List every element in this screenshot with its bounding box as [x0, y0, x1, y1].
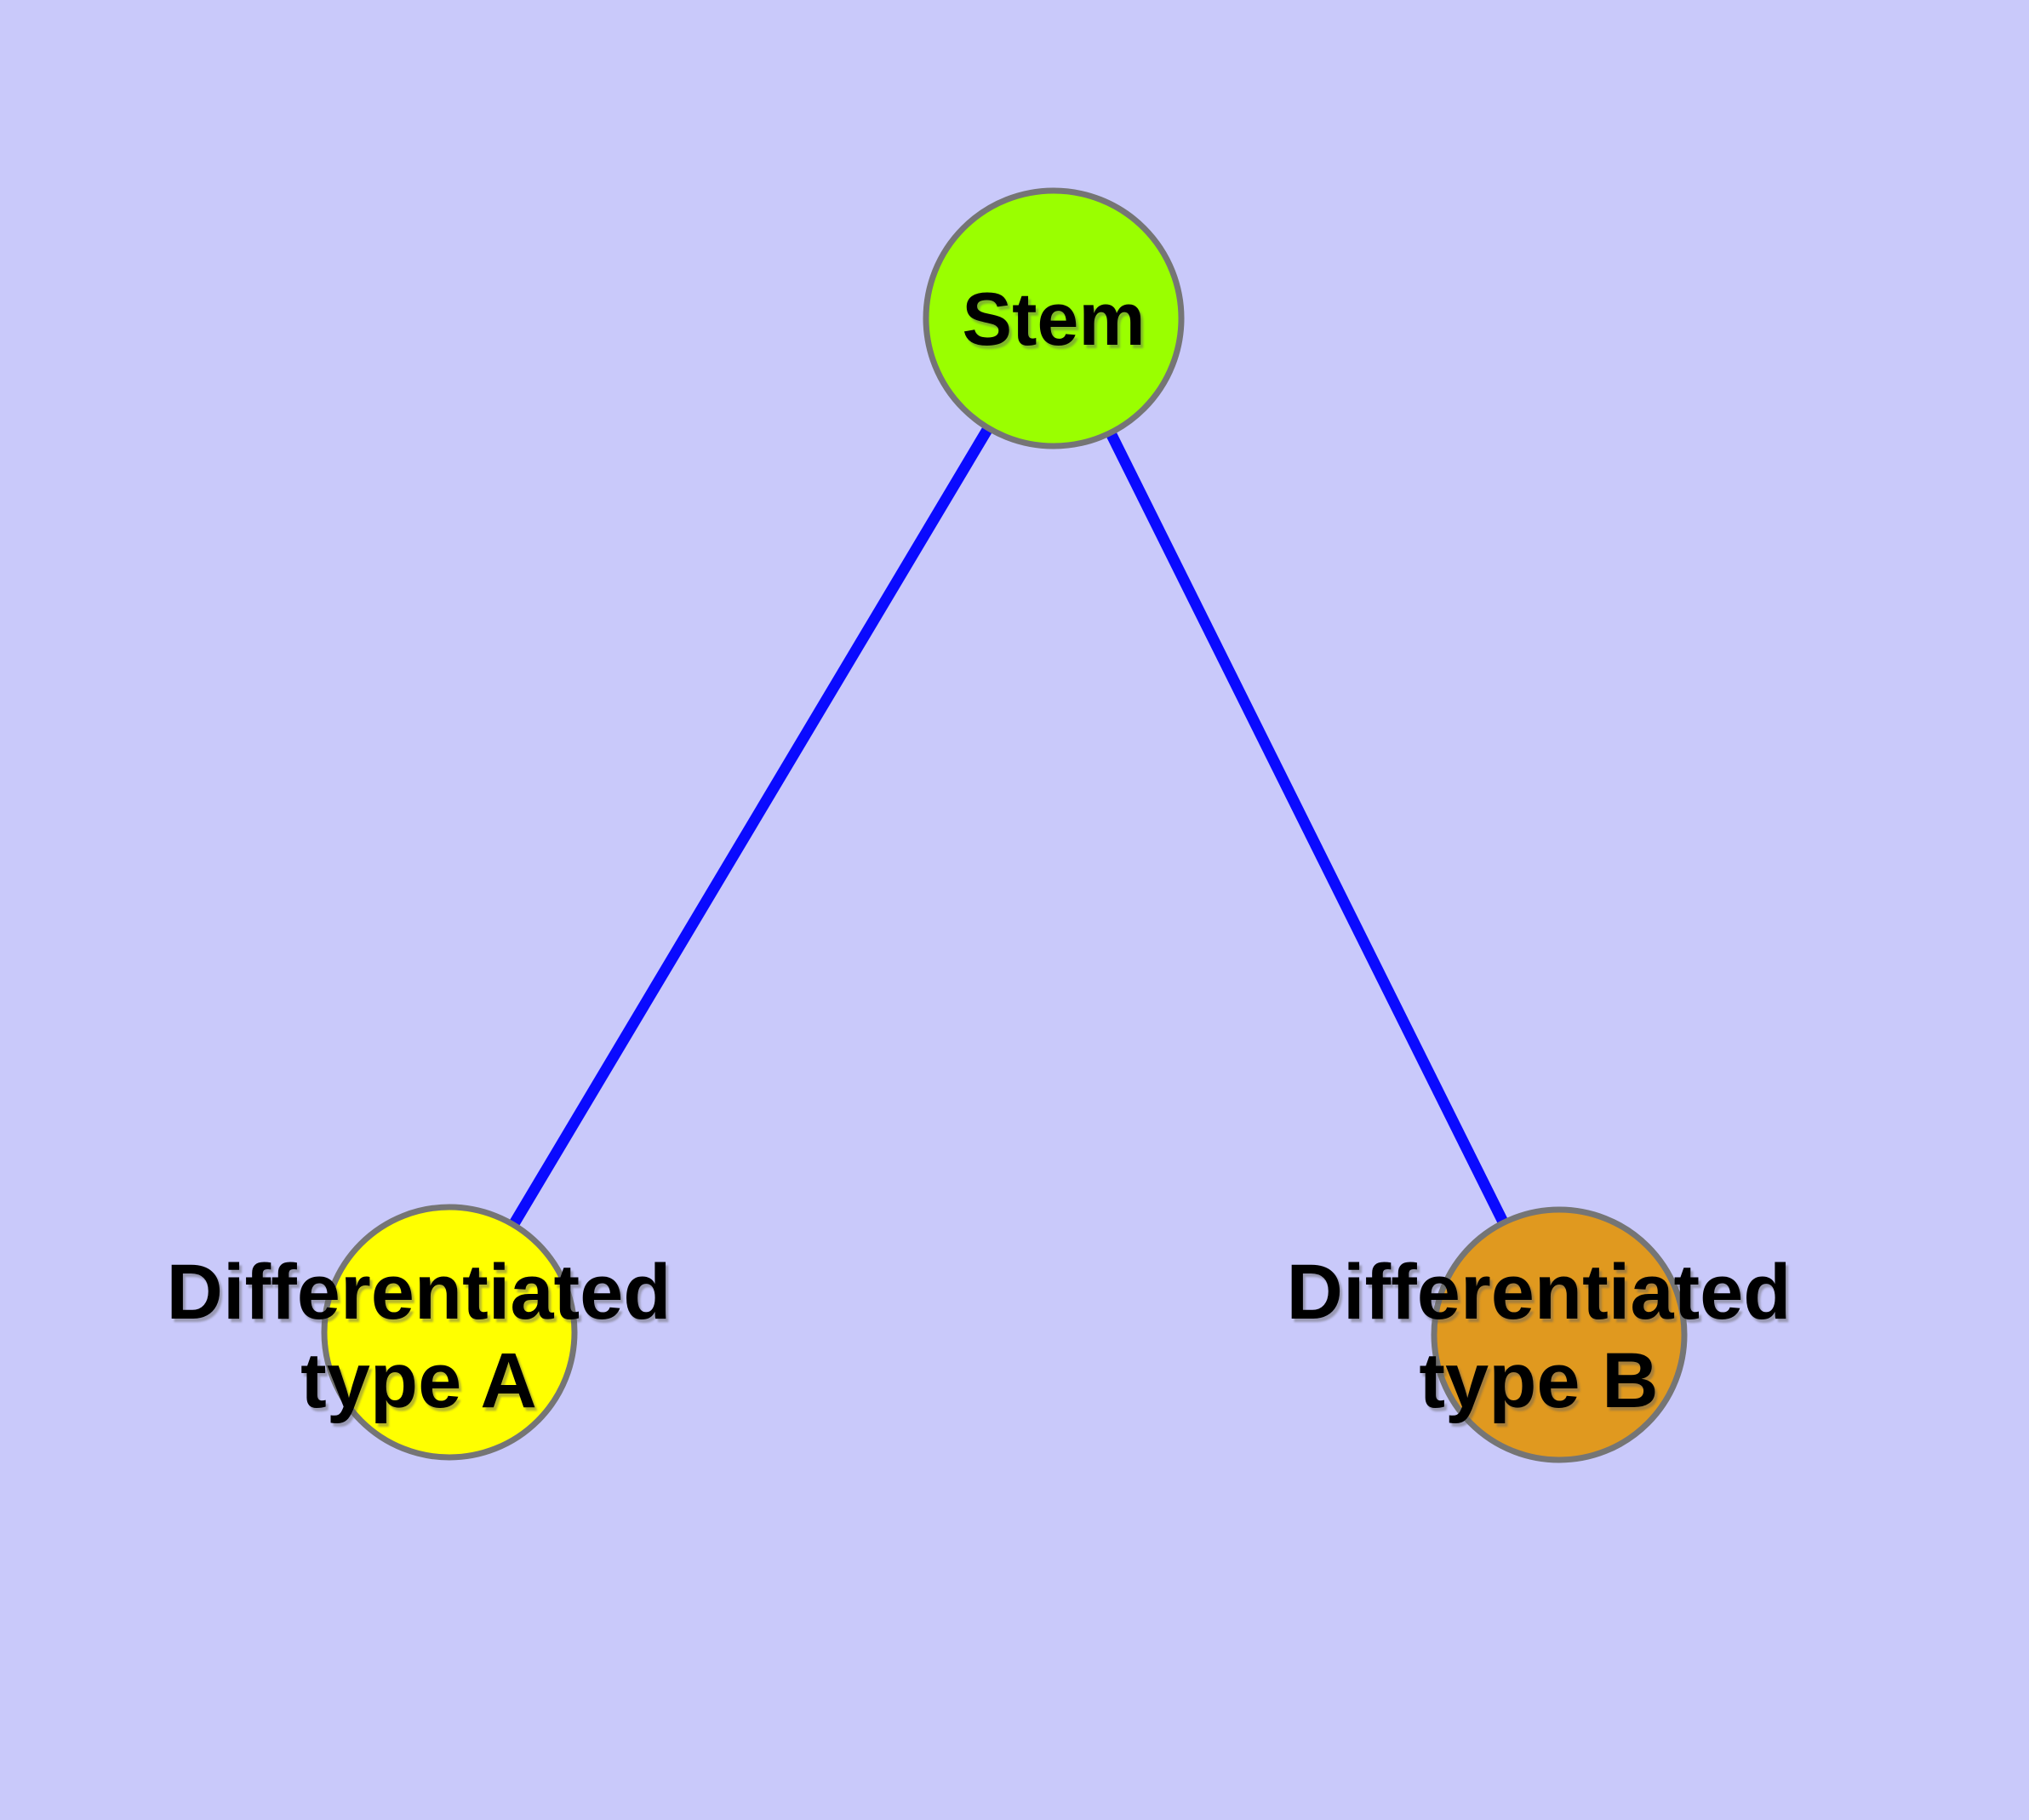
edge-stem-to-type-b [1049, 316, 1564, 1337]
node-type-a-circle [321, 1204, 578, 1461]
node-type-b-label-line1: Differentiated [1287, 1249, 1792, 1336]
node-type-a-label-line1: Differentiated [167, 1249, 672, 1336]
node-type-b-circle [1431, 1206, 1688, 1463]
node-stem-label: Stem [962, 277, 1145, 361]
node-stem-circle [923, 187, 1185, 449]
edge-stem-to-type-a [444, 315, 1059, 1336]
node-type-a-label-line2: type A [300, 1337, 537, 1424]
node-type-b-label-line2: type B [1419, 1337, 1658, 1424]
